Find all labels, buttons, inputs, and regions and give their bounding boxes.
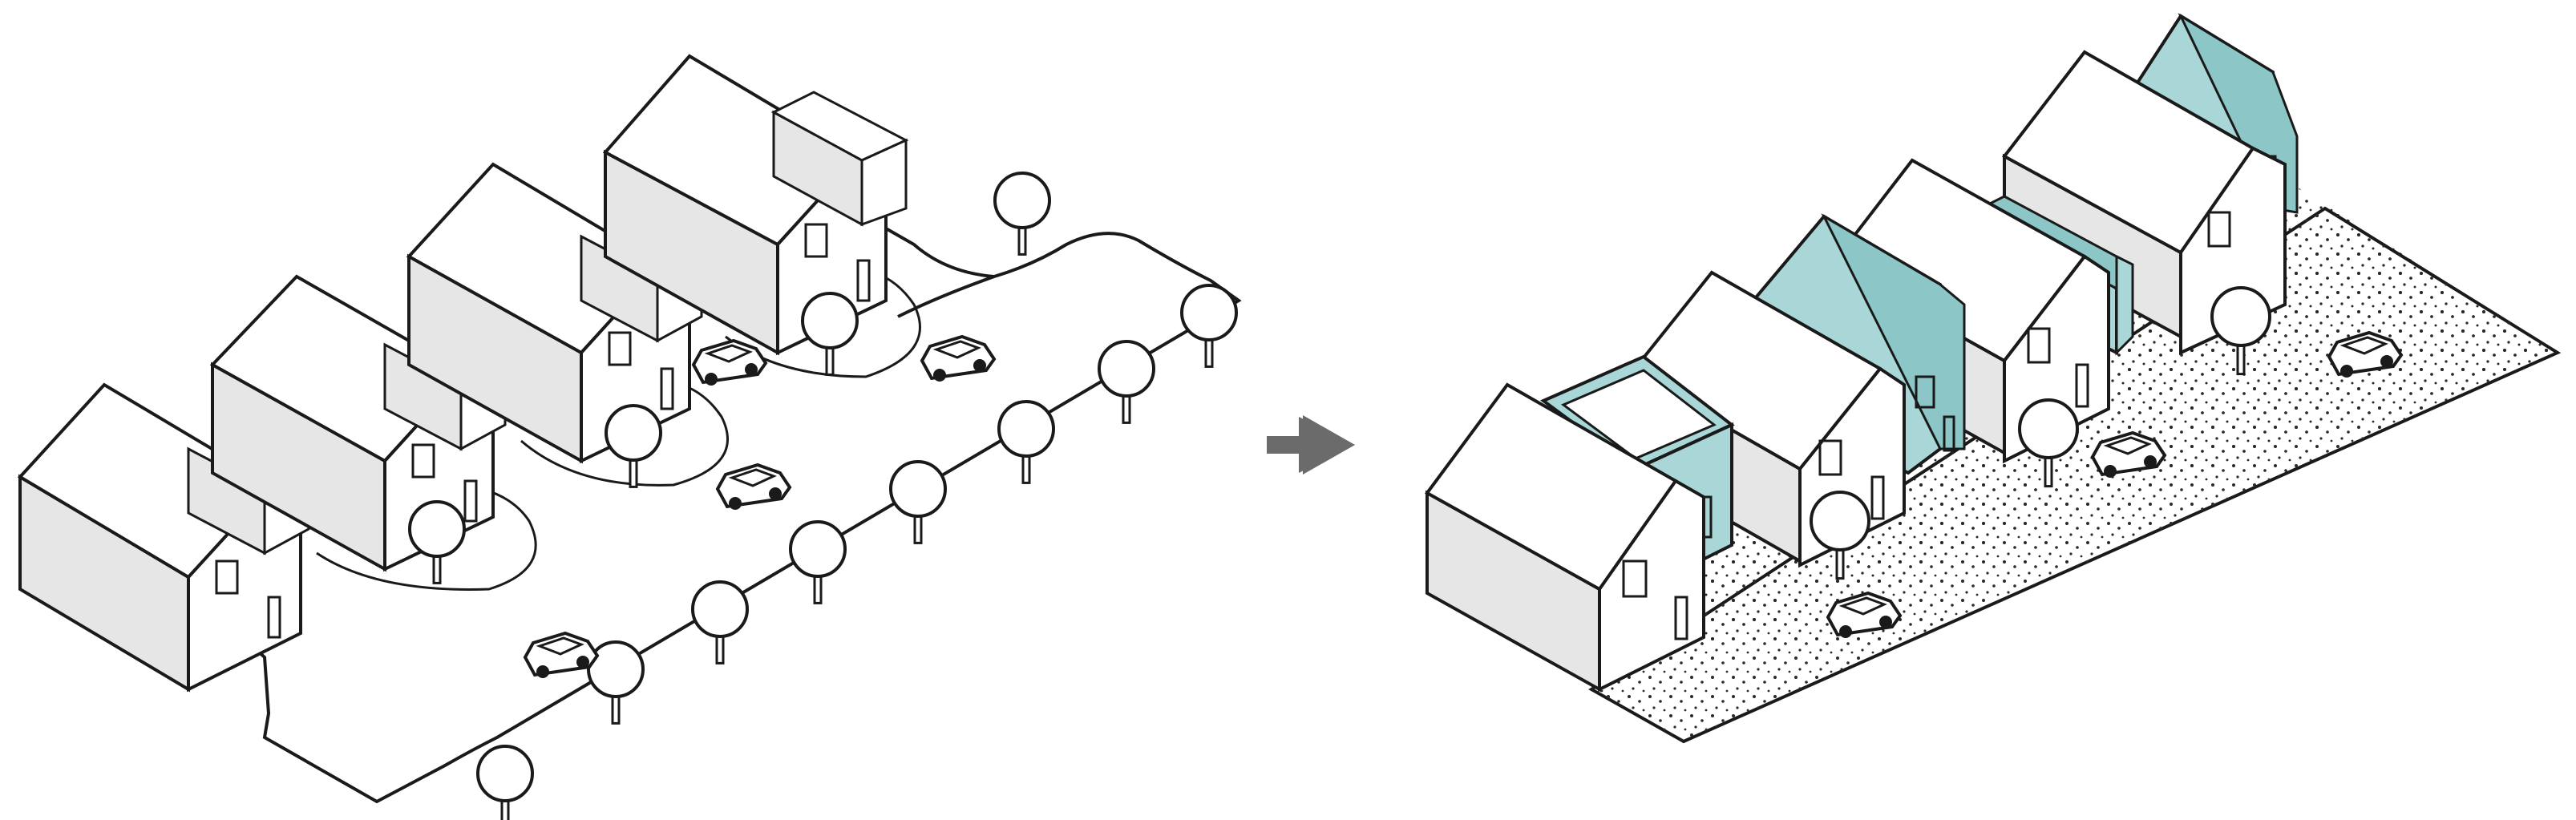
tree-icon <box>993 172 1051 256</box>
car-icon <box>715 463 792 510</box>
house-r1 <box>1425 382 1705 693</box>
tree-icon <box>889 460 947 544</box>
tree-icon <box>997 400 1055 484</box>
car-icon <box>1826 591 1903 638</box>
car-icon <box>691 338 768 386</box>
garage-4 <box>770 91 909 227</box>
car-icon <box>2327 330 2404 378</box>
driveway-1 <box>316 487 537 591</box>
car-icon <box>523 631 600 678</box>
tree-icon <box>605 404 662 488</box>
left-trees <box>408 172 1238 820</box>
tree-icon <box>587 640 645 725</box>
driveway-3 <box>725 271 921 378</box>
tree-icon <box>2210 286 2271 376</box>
car-icon <box>2090 430 2167 478</box>
road-edge-back <box>897 275 995 318</box>
driveway-2 <box>520 383 729 487</box>
tree-icon <box>2018 398 2079 488</box>
right-trees <box>1810 286 2271 580</box>
tree-icon <box>789 520 847 604</box>
right-scene-after <box>1425 13 2562 744</box>
tree-icon <box>476 745 534 820</box>
tree-icon <box>408 500 466 584</box>
car-icon <box>920 334 997 382</box>
right-arrow-icon <box>1267 415 1355 475</box>
left-scene-before <box>17 54 1242 820</box>
left-cars <box>523 334 997 678</box>
tree-icon <box>691 580 749 664</box>
tree-icon <box>1810 491 1870 580</box>
tree-icon <box>1098 340 1155 424</box>
tree-icon <box>801 292 859 376</box>
tree-icon <box>1180 284 1238 368</box>
right-cars <box>1826 330 2404 638</box>
